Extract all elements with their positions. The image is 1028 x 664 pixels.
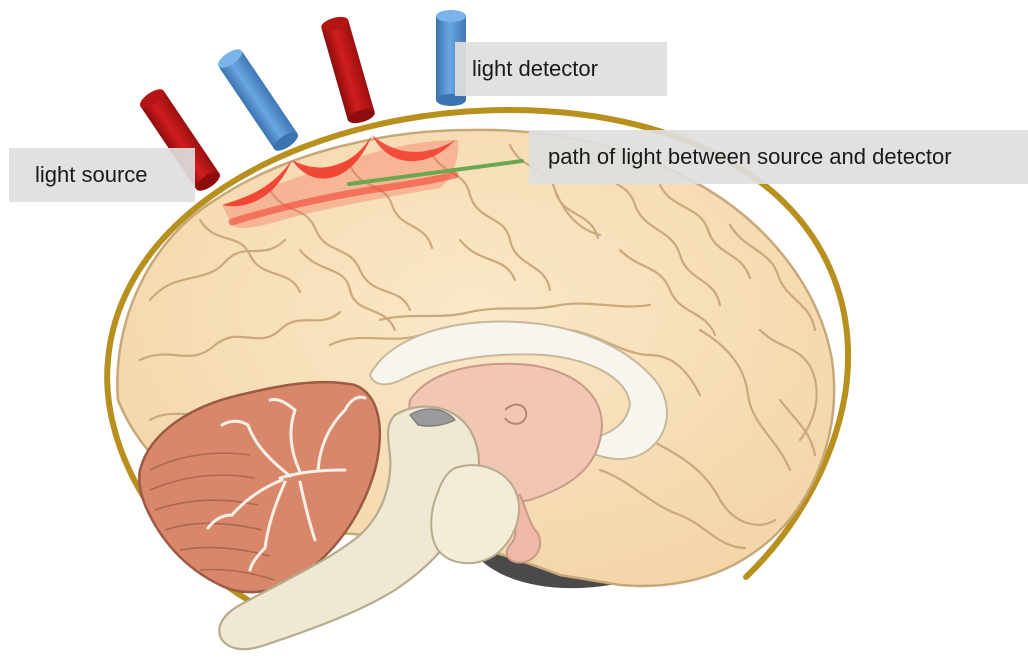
light-path-label: path of light between source and detecto… [529,130,1028,184]
detector-probe-left [215,46,301,155]
light-detector-label: light detector [455,42,667,96]
source-probe-right [320,14,377,126]
light-source-label: light source [9,148,195,202]
